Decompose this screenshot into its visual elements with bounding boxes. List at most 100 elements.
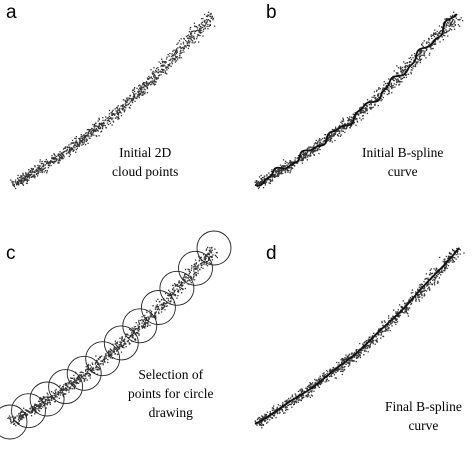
cloud-point <box>403 76 405 79</box>
cloud-point <box>340 121 342 123</box>
cloud-point <box>170 294 172 296</box>
cloud-point <box>254 421 257 423</box>
cloud-point <box>138 85 140 87</box>
panel-b-caption-line: Initial B-spline <box>362 145 444 160</box>
cloud-point <box>196 34 199 36</box>
cloud-point <box>161 303 163 305</box>
cloud-point <box>195 38 198 40</box>
cloud-point <box>125 346 127 348</box>
cloud-point <box>383 92 385 95</box>
cloud-point <box>142 325 144 327</box>
cloud-point <box>138 323 141 325</box>
cloud-point <box>357 354 359 356</box>
cloud-point <box>187 34 190 36</box>
cloud-point <box>90 366 92 368</box>
cloud-point <box>322 372 324 375</box>
cloud-point <box>83 140 86 142</box>
cloud-point <box>298 397 300 399</box>
cloud-point <box>159 300 161 303</box>
cloud-point <box>359 356 362 359</box>
cloud-point <box>414 54 416 57</box>
cloud-point <box>350 358 352 360</box>
cloud-point <box>80 374 82 376</box>
cloud-point <box>356 121 359 123</box>
cloud-point <box>365 341 367 343</box>
cloud-point <box>452 250 454 252</box>
cloud-point <box>109 122 112 124</box>
selection-circle <box>66 355 102 391</box>
cloud-point <box>261 182 263 184</box>
cloud-point <box>15 182 17 184</box>
cloud-point <box>155 300 157 302</box>
cloud-point <box>410 73 412 75</box>
cloud-point <box>401 66 404 69</box>
cloud-point <box>414 64 417 67</box>
cloud-point <box>420 290 423 292</box>
cloud-point <box>21 179 23 181</box>
cloud-point <box>405 66 407 68</box>
cloud-point <box>311 395 314 397</box>
cloud-point <box>104 356 106 358</box>
cloud-point <box>308 384 310 387</box>
cloud-point <box>207 11 210 13</box>
cloud-point <box>58 161 60 163</box>
cloud-point <box>286 168 289 170</box>
cloud-point <box>194 32 196 34</box>
cloud-point <box>361 115 364 117</box>
cloud-point <box>407 73 409 75</box>
cloud-point <box>37 405 39 408</box>
cloud-point <box>338 129 340 132</box>
cloud-point <box>121 346 124 348</box>
cloud-point <box>98 125 100 127</box>
cloud-point <box>319 375 321 377</box>
cloud-point <box>81 376 84 378</box>
cloud-point <box>202 254 205 256</box>
cloud-point <box>22 180 24 182</box>
cloud-point <box>65 150 67 152</box>
cloud-point <box>25 176 27 178</box>
cloud-point <box>56 396 58 398</box>
cloud-point <box>437 280 439 282</box>
cloud-point <box>308 154 310 156</box>
cloud-point <box>381 331 383 333</box>
cloud-point <box>416 61 418 63</box>
cloud-point <box>429 289 431 291</box>
cloud-point <box>380 331 382 333</box>
cloud-point <box>438 37 440 39</box>
cloud-point <box>175 52 178 55</box>
cloud-point <box>362 117 364 120</box>
cloud-point <box>119 111 121 113</box>
cloud-point <box>71 139 74 142</box>
cloud-point <box>309 152 312 155</box>
cloud-point <box>350 360 352 362</box>
cloud-point <box>18 419 21 422</box>
cloud-point <box>86 368 88 370</box>
cloud-point <box>195 271 198 274</box>
cloud-point <box>110 353 112 355</box>
cloud-point <box>321 137 324 140</box>
cloud-point <box>294 159 296 161</box>
cloud-point <box>385 328 388 331</box>
cloud-point <box>190 30 193 33</box>
cloud-point <box>113 350 115 353</box>
cloud-point <box>49 161 51 163</box>
cloud-point <box>405 64 407 67</box>
cloud-point <box>356 120 358 122</box>
cloud-point <box>375 339 377 341</box>
cloud-point <box>72 150 74 152</box>
cloud-point <box>124 99 126 101</box>
cloud-point <box>214 254 216 256</box>
cloud-point <box>161 58 163 60</box>
cloud-point <box>87 142 89 144</box>
cloud-point <box>19 412 22 414</box>
cloud-point <box>393 79 395 82</box>
cloud-point <box>157 306 160 308</box>
cloud-point <box>418 294 420 296</box>
cloud-point <box>306 396 309 398</box>
cloud-point <box>431 48 433 50</box>
cloud-point <box>366 108 368 110</box>
cloud-point <box>95 135 97 137</box>
cloud-point <box>168 64 171 66</box>
cloud-point <box>51 398 53 400</box>
cloud-point <box>183 282 186 284</box>
